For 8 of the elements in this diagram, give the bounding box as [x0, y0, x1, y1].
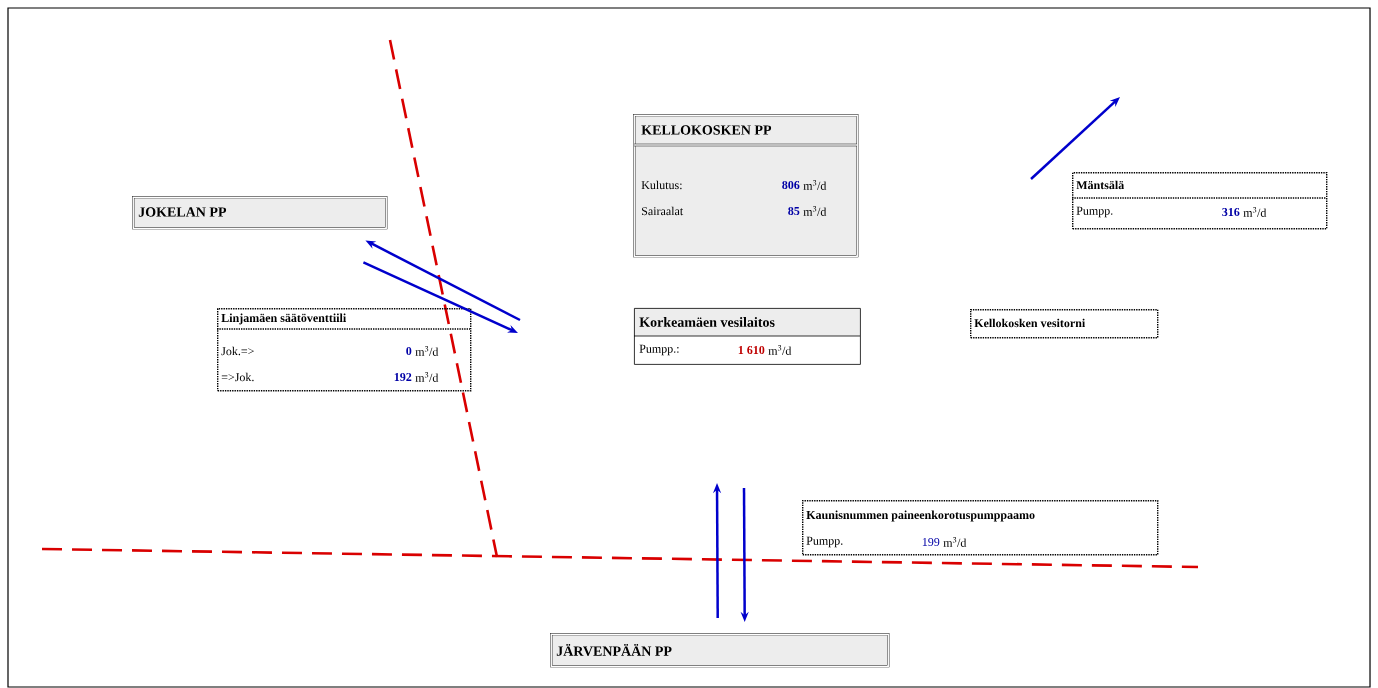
info-box: Kaunisnummen paineenkorotuspumppaamo Pumpp. 199 m$^{3}$/d [802, 500, 1159, 556]
station-box: KELLOKOSKEN PP Kulutus: 806 m$^{3}$/d Sairaalat 85 m$^{3}$/d [633, 114, 859, 258]
info-box: Linjamäen säätöventtiili Jok.=> 0 m$^{3}$/d =>Jok. 192 m$^{3}$/d [216, 308, 472, 392]
station-box: JOKELAN PP [132, 196, 388, 230]
info-box: Mäntsälä Pumpp. 316 m$^{3}$/d [1071, 172, 1328, 230]
station-box: JÄRVENPÄÄN PP [550, 633, 890, 668]
station-box: Korkeamäen vesilaitos Pumpp.: 1 610 m$^{3}$/d [633, 308, 861, 365]
info-box: Kellokosken vesitorni [970, 309, 1159, 339]
